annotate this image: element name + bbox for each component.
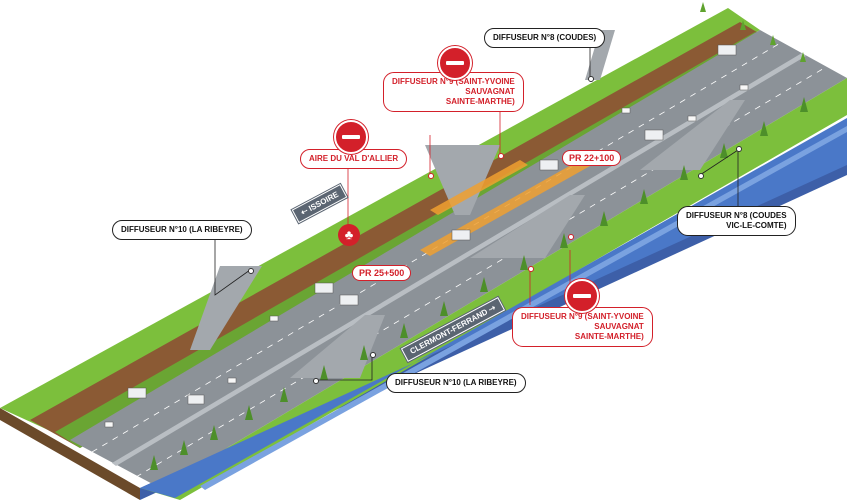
ramp-diffuseur8-far <box>585 30 615 80</box>
car <box>739 84 749 91</box>
callout-diffuseur10-left: DIFFUSEUR N°10 (LA RIBEYRE) <box>112 220 252 240</box>
picnic-tree-icon: ♣ <box>338 224 360 246</box>
car <box>269 315 279 322</box>
car <box>687 115 697 122</box>
pr-marker: PR 22+100 <box>562 150 622 166</box>
slab-left-side <box>0 408 140 500</box>
marker-dot <box>588 76 594 82</box>
callout-line: SAUVAGNAT <box>465 87 515 96</box>
callout-line: VIC-LE-COMTE) <box>726 221 787 230</box>
marker-dot <box>528 266 534 272</box>
callout-diffuseur8-right: DIFFUSEUR N°8 (COUDES VIC-LE-COMTE) <box>677 206 796 236</box>
no-entry-icon <box>334 120 368 154</box>
car <box>621 107 631 114</box>
ramp-diffuseur9-near <box>470 195 585 258</box>
truck <box>451 229 471 241</box>
no-entry-icon <box>438 46 472 80</box>
callout-diffuseur9-bottom: DIFFUSEUR N°9 (SAINT-YVOINE SAUVAGNAT SA… <box>512 307 653 347</box>
lane-line-2 <box>135 66 827 478</box>
pr-marker: PR 25+500 <box>352 265 412 281</box>
marker-dot <box>498 153 504 159</box>
marker-dot <box>370 352 376 358</box>
callout-line: SAUVAGNAT <box>594 322 644 331</box>
tree-row-far <box>700 2 806 62</box>
ramp-diffuseur10-far <box>190 266 262 350</box>
marker-dot <box>736 146 742 152</box>
no-entry-icon <box>565 279 599 313</box>
callout-line: SAINTE-MARTHE) <box>445 97 515 106</box>
truck <box>339 294 359 306</box>
marker-dot <box>313 378 319 384</box>
river <box>140 118 847 498</box>
tree-row <box>150 97 808 470</box>
marker-dot <box>428 173 434 179</box>
near-bank <box>140 78 847 500</box>
callout-diffuseur10-bottom: DIFFUSEUR N°10 (LA RIBEYRE) <box>386 373 526 393</box>
car <box>104 421 114 428</box>
marker-dot <box>248 268 254 274</box>
truck <box>539 159 559 171</box>
callout-line: DIFFUSEUR N°8 (COUDES <box>686 211 787 220</box>
truck <box>717 44 737 56</box>
truck <box>644 129 664 141</box>
callout-line: SAINTE-MARTHE) <box>574 332 644 341</box>
callout-line: DIFFUSEUR N°9 (SAINT-YVOINE <box>392 77 515 86</box>
marker-dot <box>568 234 574 240</box>
works-zone-2 <box>430 160 528 215</box>
truck <box>127 387 147 399</box>
car <box>227 377 237 384</box>
truck <box>187 394 205 405</box>
ramp-diffuseur10-near <box>290 315 385 378</box>
callout-line: DIFFUSEUR N°9 (SAINT-YVOINE <box>521 312 644 321</box>
truck <box>314 282 334 294</box>
marker-dot <box>698 173 704 179</box>
ramp-diffuseur9-far <box>425 145 500 215</box>
ramp-diffuseur8-near <box>640 100 745 170</box>
median <box>112 53 806 466</box>
callout-diffuseur8-top: DIFFUSEUR N°8 (COUDES) <box>484 28 606 48</box>
